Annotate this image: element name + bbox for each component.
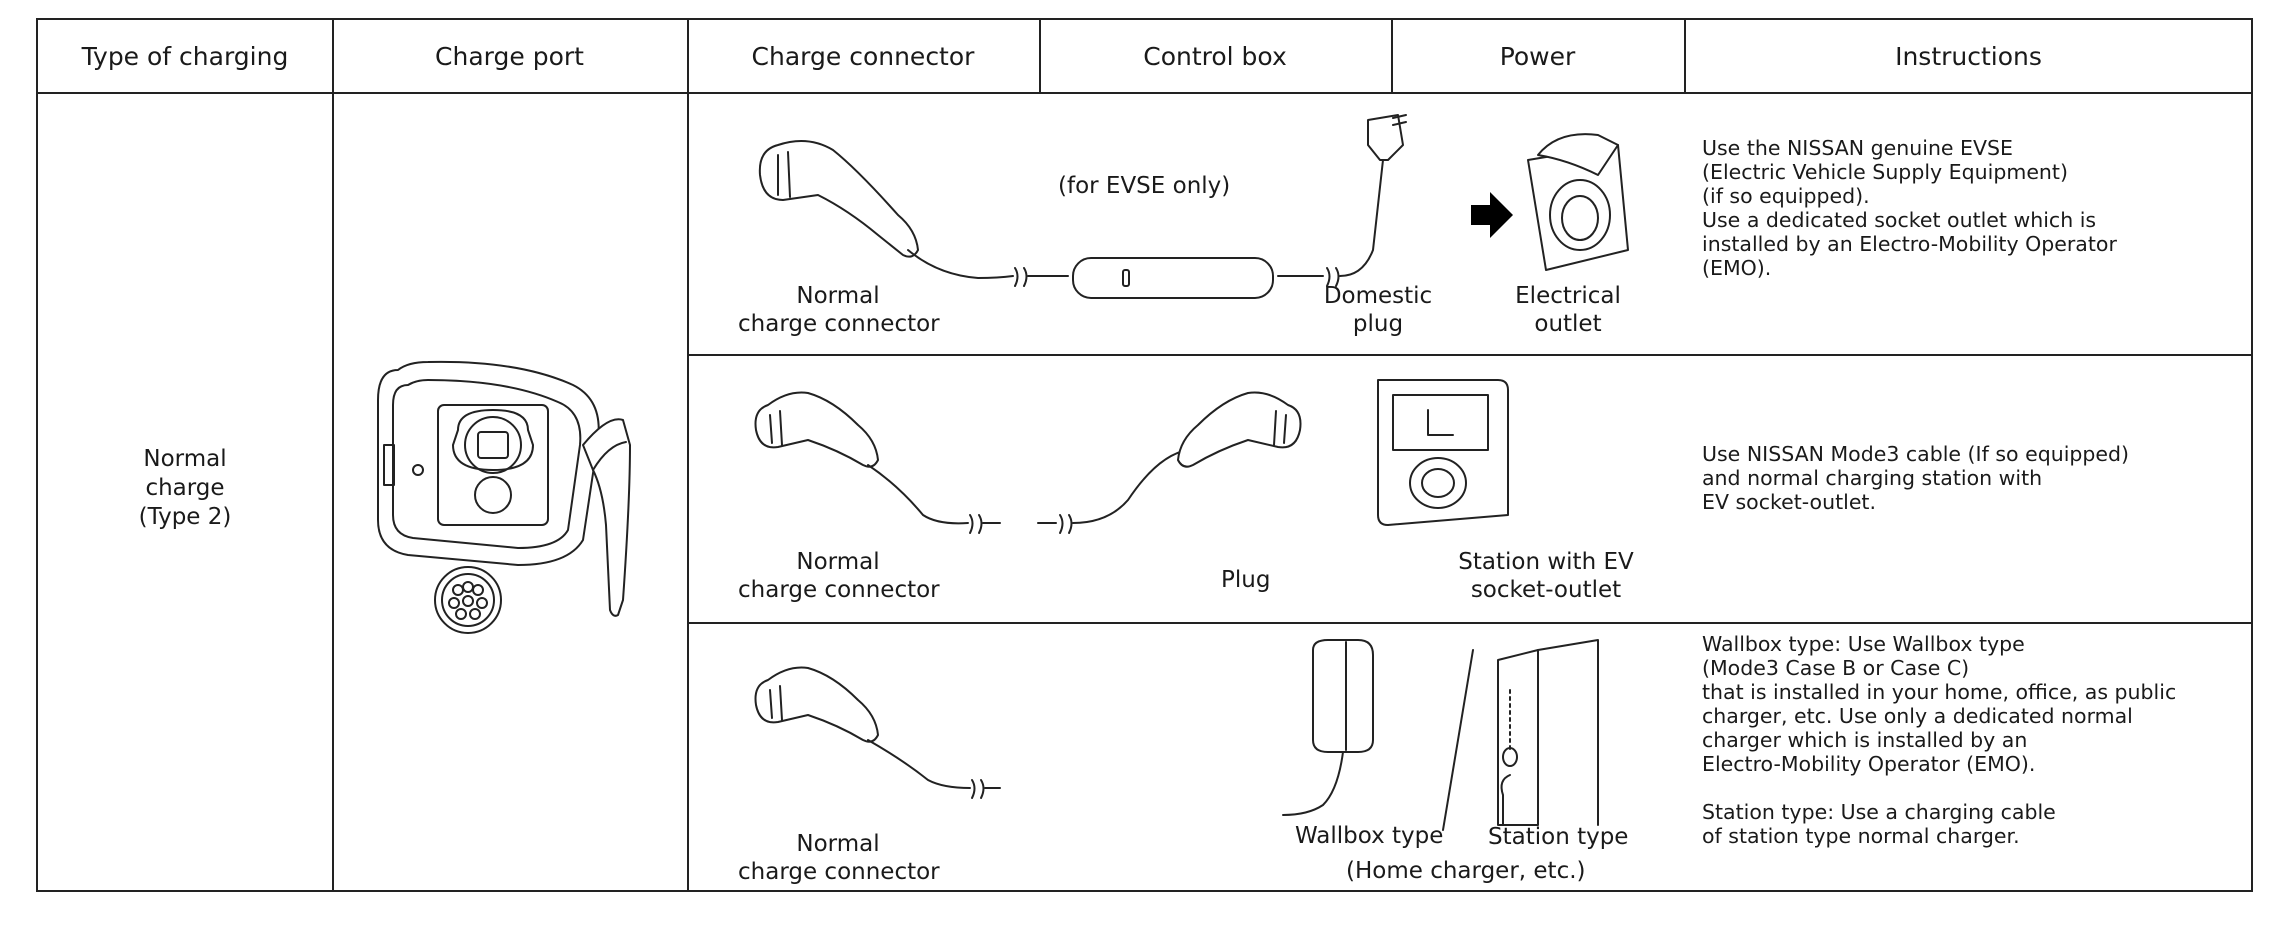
row2-instr-2: and normal charging station with: [1702, 466, 2043, 490]
header-type-of-charging: Type of charging: [81, 41, 289, 71]
row3-connector-line-2: charge connector: [738, 859, 940, 885]
row3-instr-4: charger, etc. Use only a dedicated norma…: [1702, 704, 2133, 728]
row3-instr-9: of station type normal charger.: [1702, 824, 2020, 848]
header-charge-port: Charge port: [435, 41, 584, 71]
col-divider-2: [687, 20, 689, 92]
row1-connector-label: Normal charge connector: [738, 282, 940, 338]
row3-instr-7: [1702, 776, 2176, 800]
row3-instr-5: charger which is installed by an: [1702, 728, 2028, 752]
row2-connector-line-2: charge connector: [738, 577, 940, 603]
row2-instr-1: Use NISSAN Mode3 cable (If so equipped): [1702, 442, 2130, 466]
type-line-3: (Type 2): [138, 504, 232, 530]
row1-evse-note: (for EVSE only): [1058, 173, 1231, 199]
header-divider: [38, 92, 2253, 94]
row3-instructions: Wallbox type: Use Wallbox type (Mode3 Ca…: [1702, 632, 2176, 848]
type-line-1: Normal: [143, 446, 227, 472]
row1-plug-line-1: Domestic: [1323, 283, 1433, 309]
row1-instr-4: Use a dedicated socket outlet which is: [1702, 208, 2097, 232]
row1-outlet-label: Electrical outlet: [1493, 282, 1643, 338]
row2-plug-label: Plug: [1221, 567, 1271, 593]
col-divider-4: [1391, 20, 1393, 92]
row1-instr-2: (Electric Vehicle Supply Equipment): [1702, 160, 2068, 184]
charging-table: Type of charging Charge port Charge conn…: [36, 18, 2253, 892]
row3-instr-6: Electro-Mobility Operator (EMO).: [1702, 752, 2036, 776]
row1-instr-3: (if so equipped).: [1702, 184, 1870, 208]
row2-station-line-1: Station with EV: [1458, 549, 1634, 575]
row3-wallbox-illustration: [754, 639, 1599, 831]
charge-port-illustration: [377, 360, 631, 634]
row1-plug-label: Domestic plug: [1308, 282, 1448, 338]
row2-instructions: Use NISSAN Mode3 cable (If so equipped) …: [1702, 442, 2129, 514]
header-control-box: Control box: [1143, 41, 1287, 71]
row3-connector-label: Normal charge connector: [738, 830, 940, 886]
row3-instr-3: that is installed in your home, office, …: [1702, 680, 2177, 704]
row3-instr-8: Station type: Use a charging cable: [1702, 800, 2056, 824]
row2-station-line-2: socket-outlet: [1470, 577, 1622, 603]
row1-instructions: Use the NISSAN genuine EVSE (Electric Ve…: [1702, 136, 2117, 280]
row1-connector-line-1: Normal: [796, 283, 880, 309]
row2-station-label: Station with EV socket-outlet: [1441, 548, 1651, 604]
row2-instr-3: EV socket-outlet.: [1702, 490, 1876, 514]
row3-instr-2: (Mode3 Case B or Case C): [1702, 656, 1970, 680]
header-charge-connector: Charge connector: [751, 41, 975, 71]
row1-instr-1: Use the NISSAN genuine EVSE: [1702, 136, 2014, 160]
row1-instr-5: installed by an Electro-Mobility Operato…: [1702, 232, 2117, 256]
header-power: Power: [1499, 41, 1576, 71]
row3-instr-1: Wallbox type: Use Wallbox type: [1702, 632, 2025, 656]
row1-outlet-line-2: outlet: [1534, 311, 1602, 337]
row2-connector-label: Normal charge connector: [738, 548, 940, 604]
row3-station-label: Station type: [1488, 824, 1629, 850]
col-divider-5: [1684, 20, 1686, 92]
col-divider-1: [332, 20, 334, 892]
row-divider-2: [687, 622, 2253, 624]
header-instructions: Instructions: [1895, 41, 2042, 71]
row3-wallbox-label: Wallbox type: [1295, 823, 1444, 849]
type-line-2: charge: [145, 475, 225, 501]
row1-instr-6: (EMO).: [1702, 256, 1772, 280]
row1-outlet-line-1: Electrical: [1515, 283, 1621, 309]
type-cell: Normal charge (Type 2): [38, 445, 332, 532]
row1-connector-line-2: charge connector: [738, 311, 940, 337]
row-divider-1: [687, 354, 2253, 356]
row3-home-label: (Home charger, etc.): [1346, 858, 1586, 884]
row1-plug-line-2: plug: [1352, 311, 1404, 337]
col-divider-3: [1039, 20, 1041, 92]
col-divider-left-content: [687, 92, 689, 892]
row2-mode3-illustration: [754, 379, 1509, 534]
row3-connector-line-1: Normal: [796, 831, 880, 857]
row1-evse-illustration: [758, 114, 1629, 299]
row2-connector-line-1: Normal: [796, 549, 880, 575]
